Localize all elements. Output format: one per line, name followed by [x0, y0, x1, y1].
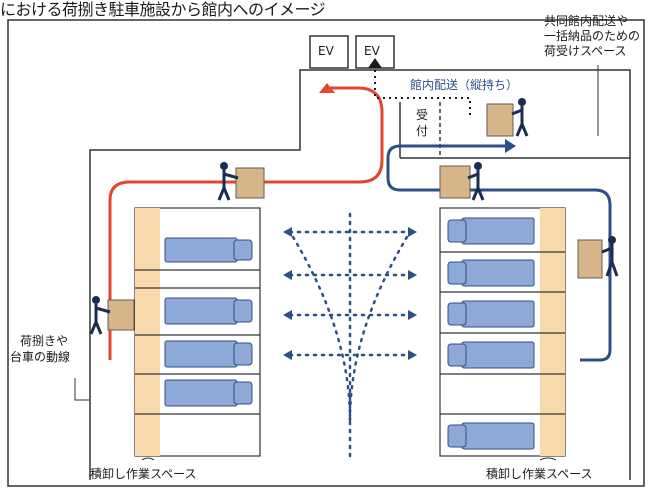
truck-left-1: [164, 237, 238, 263]
cart-top-left: [217, 162, 265, 201]
reception-label-1: 受: [416, 108, 429, 122]
truck-cab-right-2: [447, 261, 467, 285]
dotted-arrow-heads: [283, 227, 417, 360]
truck-cab-left-2: [233, 299, 253, 323]
outer-frame: [7, 19, 645, 487]
blue-arrow-head: [505, 139, 516, 153]
ev-label-2: EV: [364, 44, 380, 58]
internal-delivery-label: 館内配送（縦持ち）: [410, 78, 519, 92]
cart-left-vertical: [89, 296, 135, 335]
truck-left-4: [164, 379, 238, 407]
truck-cab-right-4: [447, 343, 467, 367]
shared-space-line-3: 荷受けスペース: [544, 44, 627, 58]
truck-right-4: [461, 341, 535, 369]
truck-cab-right-1: [447, 219, 467, 243]
shared-space-line-1: 共同館内配送や: [544, 14, 629, 28]
cart-route-label-2: 台車の動線: [10, 350, 71, 364]
label-leader: [74, 378, 90, 401]
truck-right-5: [461, 422, 535, 450]
reception-label-2: 付: [416, 124, 429, 138]
truck-right-2: [461, 259, 535, 287]
loading-label-left: 積卸し作業スペース: [90, 467, 197, 481]
cart-top-right: [439, 162, 485, 201]
internal-arrow-head: [368, 58, 382, 68]
cart-route-label-1: 荷捌きや: [20, 334, 69, 348]
truck-cab-right-5: [447, 424, 467, 448]
loading-zone-left: [135, 208, 160, 456]
cart-right-vertical: [577, 236, 619, 279]
red-route: [108, 86, 384, 360]
truck-cab-right-3: [447, 302, 467, 326]
left-brace: [141, 457, 155, 461]
truck-right-3: [461, 300, 535, 328]
loading-zone-right: [540, 208, 565, 456]
loading-label-right: 積卸し作業スペース: [486, 467, 593, 481]
building-outline: [89, 69, 631, 480]
page-title: における荷捌き駐車施設から館内へのイメージ: [0, 0, 326, 19]
red-arrow-head: [319, 83, 335, 93]
left-parking-block: [134, 207, 261, 457]
truck-cab-left-3: [233, 342, 253, 366]
ev-box-1: [309, 35, 349, 69]
truck-left-2: [164, 297, 238, 325]
truck-cab-left-1: [233, 239, 253, 261]
truck-cab-left-4: [233, 381, 253, 405]
right-parking-block: [439, 207, 566, 457]
truck-left-3: [164, 340, 238, 368]
truck-right-1: [461, 217, 535, 245]
dotted-arrows: [288, 208, 412, 458]
right-brace: [539, 457, 557, 461]
shared-space-line-2: 一括納品のための: [544, 29, 641, 43]
blue-route: [386, 144, 612, 362]
cart-reception: [486, 98, 529, 137]
internal-delivery-route: [374, 70, 471, 118]
ev-label-1: EV: [318, 44, 334, 58]
